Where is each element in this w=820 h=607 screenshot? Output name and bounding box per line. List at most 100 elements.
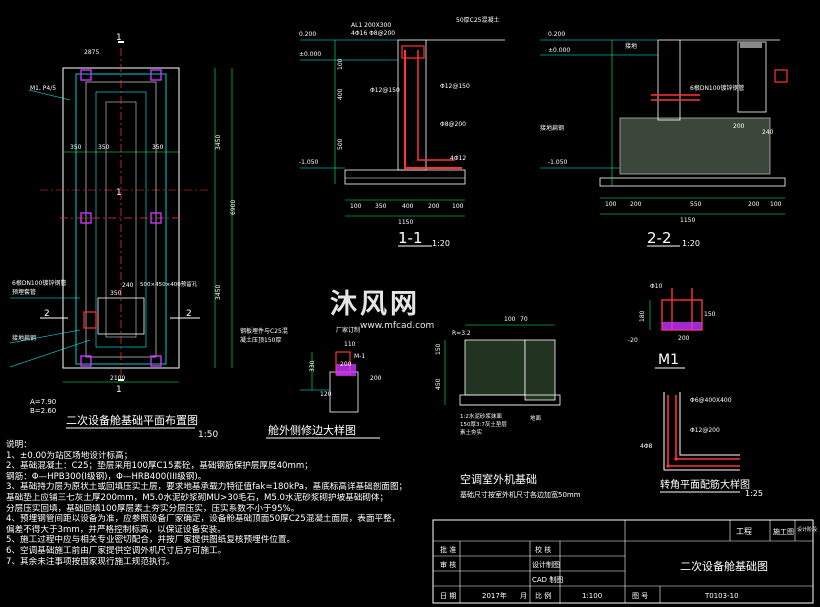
ac-note3: 素土夯实 [460, 428, 483, 436]
plan-dim-h2: 350 [98, 144, 110, 151]
edge-label-m: M-1 [354, 353, 365, 360]
s11-dim-b5: 100 [452, 203, 464, 210]
s22-elev-bottom: -1.050 [548, 159, 568, 166]
s22-wall-label: 接地 [625, 42, 637, 50]
ac-note2: 150厚3:7灰土垫层 [460, 420, 507, 428]
watermark: 沐风网 www.mfcad.com [330, 282, 434, 331]
edge-dim-3: 120 [320, 391, 332, 398]
s22-elev-zero: ±0.000 [548, 47, 570, 54]
plan-view: M1, P4/5 350 350 350 350 240 2875 6900 3… [9, 33, 237, 440]
corner-detail: Φ6@400X400 Φ12@200 4Φ8 转角平面配筋大样图 1:25 [640, 392, 763, 498]
note-line: 6、空调基础施工前由厂家提供空调外机尺寸后方可施工。 [6, 545, 227, 556]
plan-dim-h1: 350 [70, 144, 82, 151]
s22-dim-side2: 240 [762, 129, 774, 136]
ac-dim-side: 450 [435, 378, 442, 390]
s11-dim-l3: 500 [337, 138, 344, 150]
note-line: 3、基础持力层为原状土或回填压实土层，要求地基承载力特征值fak=180kPa，… [6, 482, 408, 493]
s11-dim-b1: 100 [350, 203, 362, 210]
s22-dim-side1: 200 [733, 123, 745, 130]
s11-dim-total: 1150 [398, 219, 413, 226]
plan-dim-h5: 240 [122, 282, 134, 289]
m1-title: M1 [658, 352, 679, 368]
s11-rebar-top: AL1 200X300 [351, 22, 391, 29]
watermark-url: www.mfcad.com [360, 321, 435, 331]
s11-title: 1-1 [398, 229, 423, 247]
tb-scale: 1:100 [582, 592, 602, 600]
tb-drawing-title: 二次设备舱基础图 [680, 559, 768, 573]
tb-design: 设计制图 [532, 560, 560, 569]
m1-note: 150 [704, 311, 716, 318]
m1-detail: Φ10 180 200 -20 150 M1 [628, 283, 716, 369]
plan-pipe-callout2: 预埋套管 [12, 288, 36, 296]
plan-pipe-callout: 6根DN100镀锌钢管 [12, 279, 66, 287]
s22-elev-top: 0.200 [548, 31, 565, 38]
tb-month: 月 [520, 592, 527, 600]
ac-foundation: 100 70 450 150 R=3.2 1:2水泥砂浆抹面 150厚3:7灰土… [435, 316, 581, 499]
plan-dim-h3: 350 [152, 144, 164, 151]
s11-elev-bottom: -1.050 [299, 159, 319, 166]
plan-m1-label: M1, P4/5 [30, 85, 56, 92]
s22-dim-b2: 200 [630, 201, 642, 208]
tb-year: 2017年 [482, 591, 507, 600]
s22-tube-label: 6根DN100镀锌钢管 [690, 84, 744, 92]
m1-dim-2: 180 [639, 310, 646, 322]
plan-hole-note: 500×450×400预留孔 [140, 280, 198, 288]
m1-dim-1: Φ10 [650, 283, 663, 290]
edge-label-a: 钢板埋件与C25混 [240, 327, 288, 335]
edge-detail: 钢板埋件与C25混 凝土压顶150厚 厂家订制 M-1 200 330 200 … [240, 326, 382, 439]
s22-scale: 1:20 [682, 239, 700, 248]
title-block: 批 准 校 核 审 核 设计制图 CAD 制图 日 期 2017年 月 比 例 … [432, 519, 817, 604]
m1-dim-3: 200 [678, 335, 690, 342]
s22-dim-b1: 100 [605, 201, 617, 208]
tb-approve: 批 准 [440, 545, 456, 554]
plan-dim-v2: 3450 [215, 285, 222, 300]
s22-dim-b5: 100 [770, 201, 782, 208]
ac-note4: 地面 [530, 414, 542, 422]
section-1-1: 0.200 ±0.000 -1.050 AL1 200X300 4Φ16 Φ8@… [299, 16, 505, 248]
s11-concrete: 50厚C25混凝土 [456, 16, 499, 24]
edge-dim-2: 200 [340, 361, 352, 368]
s11-dim-l1: 100 [337, 58, 344, 70]
note-line: 2、基础混凝土：C25；垫层采用100厚C15素砼，基础钢筋保护层厚度40mm； [6, 461, 313, 472]
s11-rebar-b: Φ8@200 [440, 121, 466, 128]
tb-review: 审 核 [440, 560, 456, 569]
tb-scale-lbl: 比 例 [535, 591, 551, 600]
s11-elev-zero: ±0.000 [299, 51, 321, 58]
tb-drawing-no: T0103-10 [704, 592, 739, 600]
ac-dim-side2: 150 [435, 343, 442, 355]
tb-date-lbl: 日 期 [440, 592, 456, 600]
m1-dim-4: -20 [628, 337, 638, 344]
note-line: 4、预埋钢管间距以设备为准，应参照设备厂家确定，设备舱基础顶面50厚C25混凝土… [6, 514, 401, 525]
tb-stage2: 设计阶段 [797, 526, 817, 533]
s11-dim-b3: 400 [402, 203, 414, 210]
corner-title: 转角平面配筋大样图 [660, 478, 750, 491]
note-line: 分层压实回填，基础回填100厚层素土夯实分层压实，压实系数不小于95%。 [6, 503, 300, 514]
watermark-brand: 沐风网 [330, 289, 420, 320]
plan-dim-top: 2875 [84, 49, 99, 56]
s11-dim-l2: 400 [337, 88, 344, 100]
s22-ground-label: 接地扁钢 [540, 124, 564, 132]
plan-dim-total: 6900 [230, 200, 237, 215]
edge-label-b: 凝土压顶150厚 [240, 336, 281, 344]
edge-label-d: 200 [370, 375, 382, 382]
note-line: 钢筋：Φ—HPB300(I级钢)，Φ—HRB400(III级钢)。 [6, 471, 207, 482]
plan-sec-1-mid: 1 [116, 188, 122, 198]
plan-sec-2-right: 2 [186, 309, 192, 319]
s22-dim-b3: 550 [690, 201, 702, 208]
note-line: 5、施工过程中应与相关专业密切配合，并按厂家提供图纸复核预埋件位置。 [6, 535, 296, 546]
ac-dim-top: 100 [504, 316, 516, 323]
design-notes: 说明： 1、±0.00为站区场地设计标高； 2、基础混凝土：C25；垫层采用10… [6, 440, 431, 567]
corner-rebar1: Φ6@400X400 [690, 397, 732, 404]
s11-rebar-c: Φ12@150 [370, 87, 400, 94]
corner-scale: 1:25 [745, 489, 763, 498]
s11-dim-b4: 200 [428, 203, 440, 210]
plan-title: 二次设备舱基础平面布置图 [66, 413, 198, 427]
note-line: 基础垫上应铺三七灰土厚200mm，M5.0水泥砂浆砌MU>30毛石，M5.0水泥… [6, 492, 389, 503]
edge-label-c: 厂家订制 [336, 326, 360, 334]
ac-title: 空调室外机基础 [460, 472, 537, 486]
plan-scale: 1:50 [198, 430, 218, 440]
corner-rebar2: Φ12@200 [690, 427, 720, 434]
edge-title: 舱外侧修边大样图 [268, 423, 356, 437]
s11-scale: 1:20 [432, 239, 450, 248]
plan-sec-1-top: 1 [116, 33, 122, 43]
